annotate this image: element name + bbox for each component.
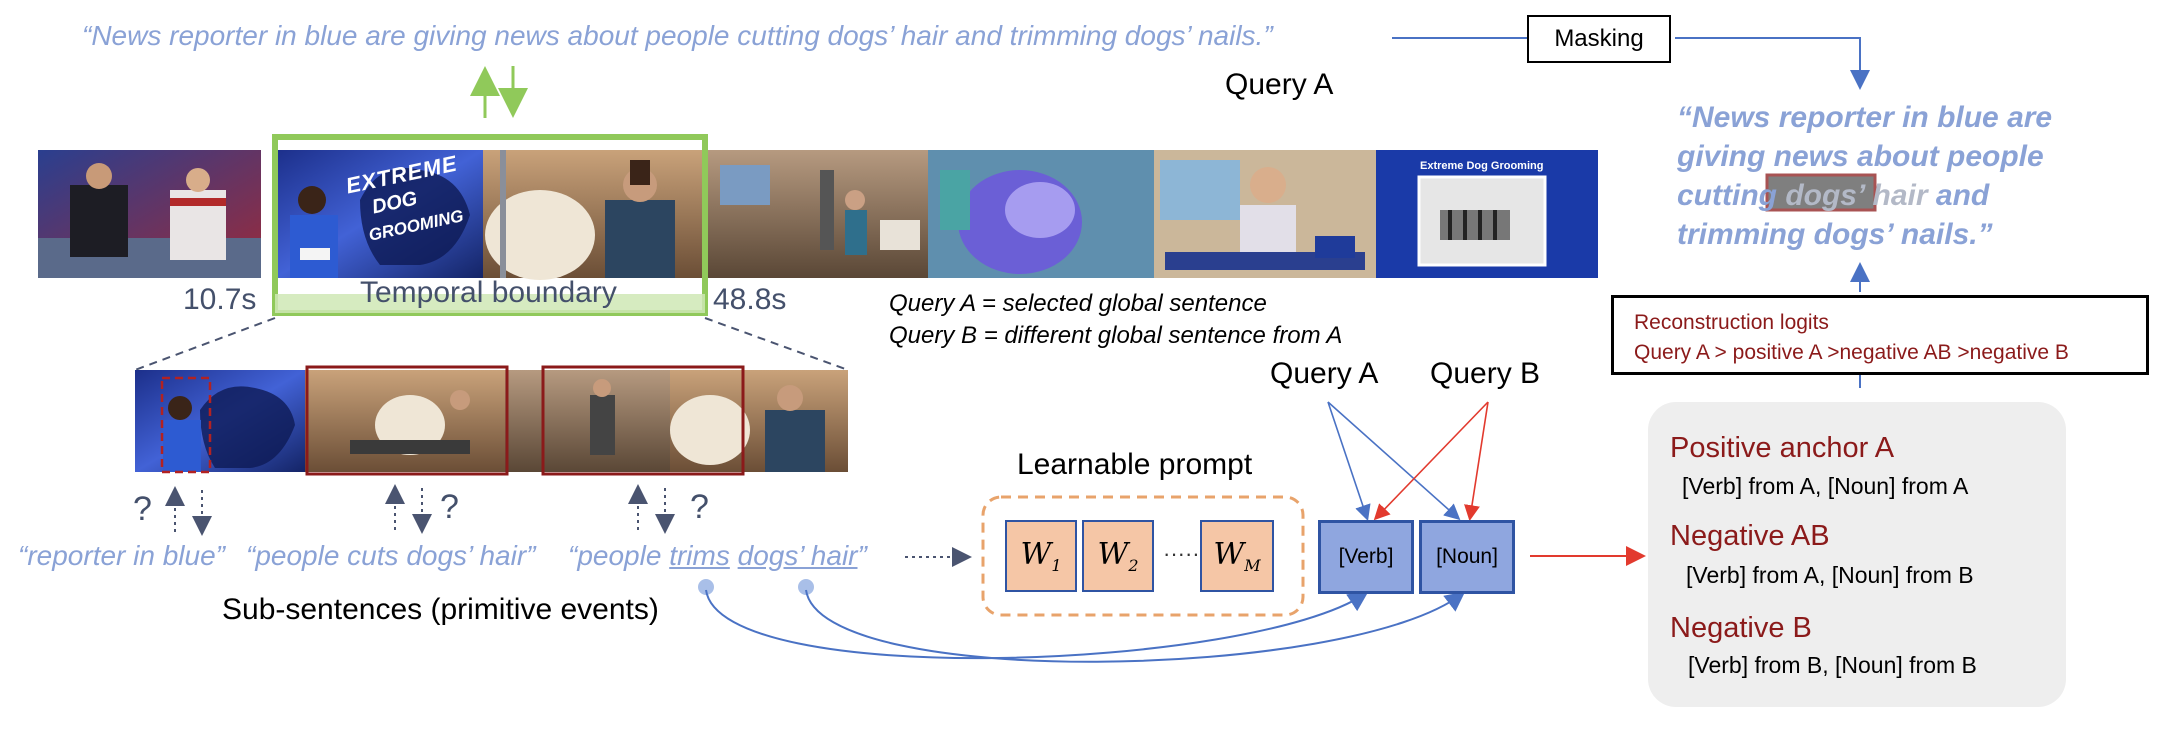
reconstruction-order: Query A > positive A >negative AB >negat… bbox=[1634, 341, 2069, 364]
anchor-positive-title: Positive anchor A bbox=[1670, 432, 1895, 464]
query-a-title: Query A bbox=[1225, 68, 1334, 101]
sub-sentence-3: “people trims dogs’ hair” bbox=[568, 540, 867, 571]
temporal-boundary-label: Temporal boundary bbox=[360, 276, 617, 309]
reconstruction-title: Reconstruction logits bbox=[1634, 311, 1829, 334]
time-start: 10.7s bbox=[183, 283, 257, 316]
prompt-token-wm: WM bbox=[1200, 520, 1274, 592]
anchors-panel bbox=[1648, 402, 2066, 707]
masking-box: Masking bbox=[1527, 15, 1671, 63]
masked-words: dogs’ hair bbox=[1785, 179, 1928, 212]
anchor-negative-ab-title: Negative AB bbox=[1670, 520, 1830, 552]
query-def-a: Query A = selected global sentence bbox=[889, 290, 1267, 317]
question-mark-3: ? bbox=[690, 488, 709, 526]
verb-token: [Verb] bbox=[1318, 520, 1414, 594]
anchor-positive-desc: [Verb] from A, [Noun] from A bbox=[1682, 473, 1969, 499]
question-mark-1: ? bbox=[133, 490, 152, 528]
learnable-prompt-box bbox=[981, 495, 1305, 617]
top-sentence: “News reporter in blue are giving news a… bbox=[82, 20, 1273, 51]
anchor-negative-ab-desc: [Verb] from A, [Noun] from B bbox=[1686, 562, 1974, 588]
video-strip-zoomed bbox=[135, 365, 848, 476]
sub-sentence-noun: dogs’ hair bbox=[737, 540, 858, 571]
prompt-token-w1: W1 bbox=[1005, 520, 1077, 592]
learnable-prompt-label: Learnable prompt bbox=[1017, 448, 1253, 481]
masked-line-1: “News reporter in blue are bbox=[1677, 101, 2053, 134]
anchor-negative-b-title: Negative B bbox=[1670, 612, 1812, 644]
masked-sentence: “News reporter in blue are giving news a… bbox=[1677, 98, 2052, 254]
sub-sentence-2: “people cuts dogs’ hair” bbox=[246, 540, 536, 571]
sub-sentence-1: “reporter in blue” bbox=[18, 540, 225, 571]
noun-token: [Noun] bbox=[1419, 520, 1515, 594]
question-mark-2: ? bbox=[440, 488, 459, 526]
masked-line-4: trimming dogs’ nails.” bbox=[1677, 218, 1993, 251]
zebra-frame-title: Extreme Dog Grooming bbox=[1420, 160, 1544, 172]
prompt-token-dots: ····· bbox=[1163, 541, 1200, 566]
query-b-label: Query B bbox=[1430, 357, 1541, 390]
sub-sentences-caption: Sub-sentences (primitive events) bbox=[222, 593, 659, 626]
masking-label: Masking bbox=[1554, 25, 1644, 52]
reconstruction-box: Reconstruction logits Query A > positive… bbox=[1611, 295, 2149, 375]
masked-line-3: cutting dogs’ hair and bbox=[1677, 179, 1990, 212]
query-def-b: Query B = different global sentence from… bbox=[889, 322, 1343, 349]
masked-word-box bbox=[1765, 173, 1877, 212]
time-end: 48.8s bbox=[713, 283, 787, 316]
prompt-token-w2: W2 bbox=[1082, 520, 1154, 592]
video-strip-top bbox=[38, 150, 1598, 280]
query-a-label: Query A bbox=[1270, 357, 1379, 390]
sub-sentence-verb: trims bbox=[669, 540, 730, 571]
masked-line-2: giving news about people bbox=[1677, 140, 2044, 173]
anchor-negative-b-desc: [Verb] from B, [Noun] from B bbox=[1688, 652, 1977, 678]
